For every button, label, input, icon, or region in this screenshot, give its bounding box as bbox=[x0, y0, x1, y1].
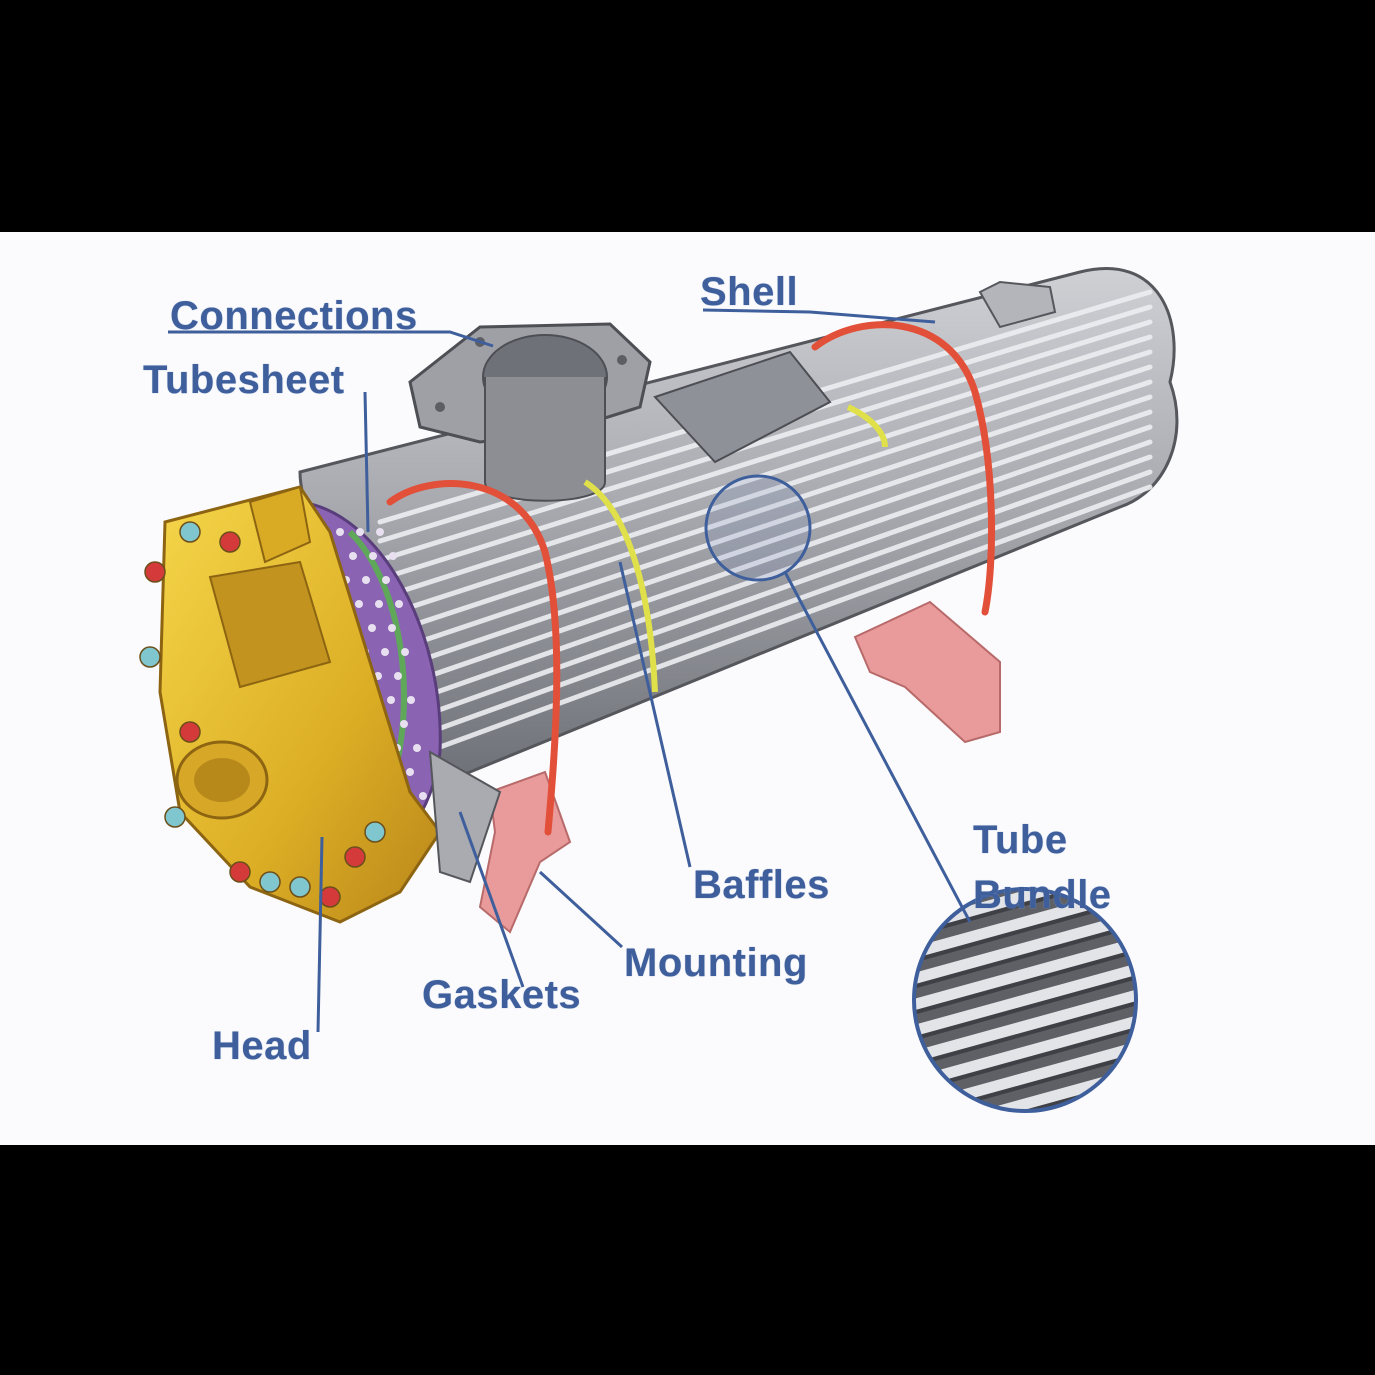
label-baffles: Baffles bbox=[693, 863, 830, 907]
label-tube-bundle-line2: Bundle bbox=[973, 873, 1112, 917]
diagram-canvas: Connections Tubesheet Shell Baffles Moun… bbox=[0, 232, 1375, 1145]
tube-bundle-zoom-view bbox=[912, 887, 1138, 1113]
heat-exchanger-illustration bbox=[139, 267, 1179, 1113]
shell-bands bbox=[386, 321, 996, 836]
head-channel bbox=[139, 485, 442, 924]
label-tubesheet: Tubesheet bbox=[143, 358, 345, 402]
label-gaskets: Gaskets bbox=[422, 973, 582, 1017]
connection-nozzle bbox=[408, 322, 652, 502]
label-tube-bundle-line1: Tube bbox=[973, 818, 1068, 862]
head-flange-edge bbox=[428, 750, 502, 884]
leader-mounting bbox=[538, 870, 624, 949]
bottom-black-band bbox=[0, 1145, 1375, 1375]
tube-bundle-zoom-marker bbox=[704, 474, 812, 582]
leader-lines bbox=[168, 308, 972, 1033]
leader-tubesheet bbox=[363, 391, 370, 533]
leader-tube-bundle bbox=[783, 571, 972, 923]
label-mounting: Mounting bbox=[624, 941, 808, 985]
leader-gaskets bbox=[458, 811, 525, 988]
leader-connections bbox=[168, 330, 494, 348]
label-connections: Connections bbox=[170, 294, 418, 338]
label-shell: Shell bbox=[700, 270, 799, 314]
leader-head bbox=[316, 836, 324, 1033]
leader-shell bbox=[702, 308, 936, 324]
label-head: Head bbox=[212, 1024, 312, 1068]
top-black-band bbox=[0, 0, 1375, 232]
leader-baffles bbox=[618, 561, 692, 868]
baffle-bands bbox=[583, 404, 888, 693]
